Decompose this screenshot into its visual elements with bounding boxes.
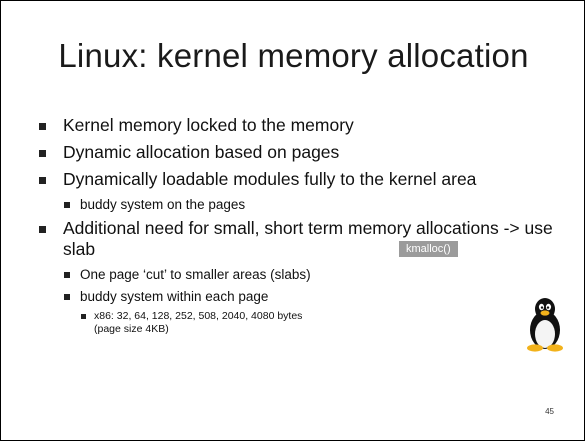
bullet-loadable-modules: Dynamically loadable modules fully to th…	[37, 169, 567, 190]
subsubbullet-x86-sizes: x86: 32, 64, 128, 252, 508, 2040, 4080 b…	[80, 310, 314, 336]
bullet-slab-need: Additional need for small, short term me…	[37, 218, 567, 260]
bullet-dynamic-allocation: Dynamic allocation based on pages	[37, 142, 567, 163]
bullet-kernel-memory-locked: Kernel memory locked to the memory	[37, 115, 567, 136]
tux-penguin-icon	[527, 298, 563, 352]
page-number: 45	[545, 407, 554, 416]
subbullet-buddy-within-page: buddy system within each page	[63, 288, 567, 305]
subbullet-page-cut: One page ‘cut’ to smaller areas (slabs)	[63, 266, 567, 283]
subbullet-buddy-system-pages: buddy system on the pages	[63, 196, 567, 213]
kmalloc-badge: kmalloc()	[399, 241, 458, 257]
bullet-list: Kernel memory locked to the memory Dynam…	[37, 115, 567, 340]
slide-title: Linux: kernel memory allocation	[58, 37, 529, 74]
